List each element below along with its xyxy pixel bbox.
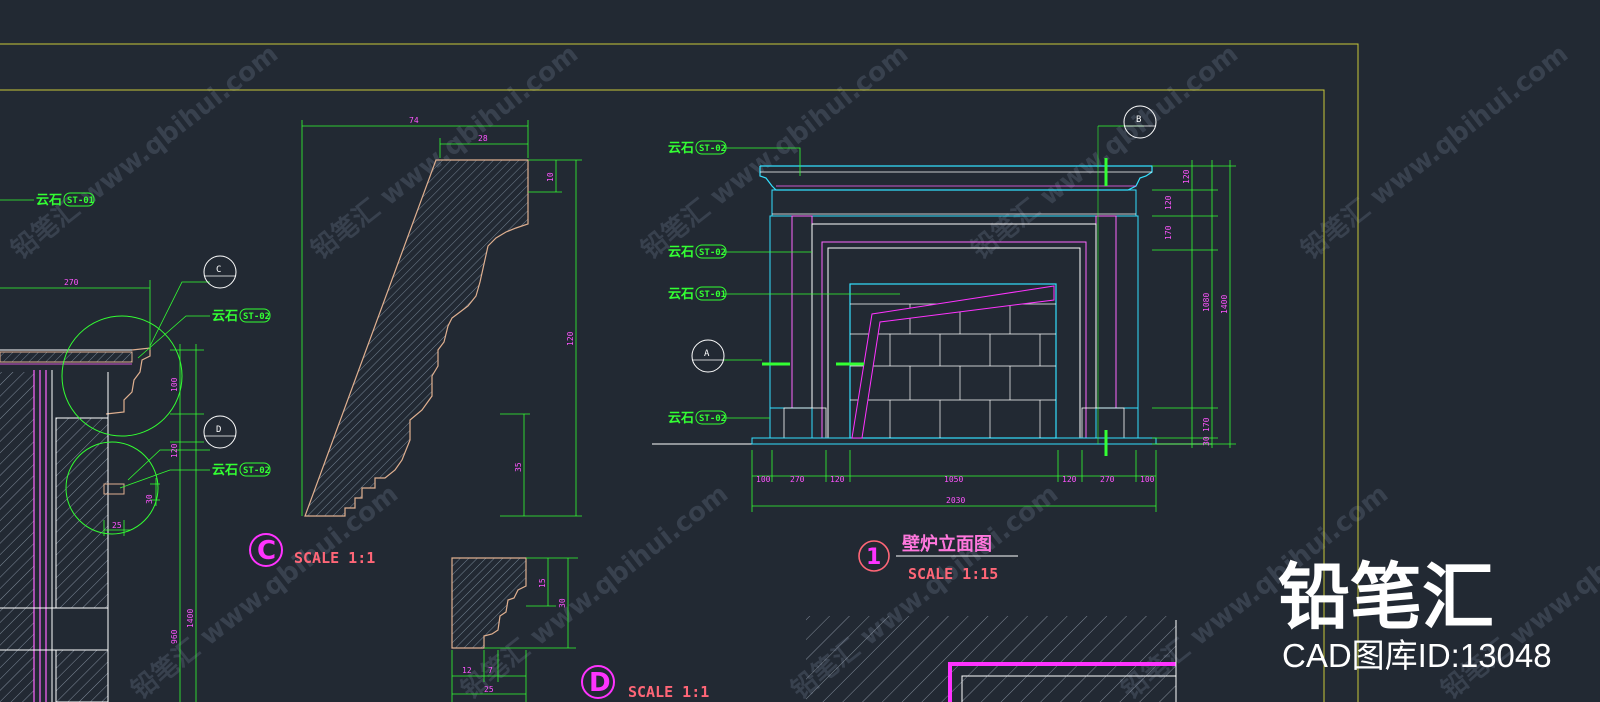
- detail-d-letter: D: [589, 668, 611, 698]
- detail-d-dim-7: 7: [488, 666, 493, 675]
- elev-dim-right-170a: 170: [1164, 225, 1173, 240]
- left-dim-100: 100: [170, 377, 179, 392]
- callout-d-letter: D: [216, 425, 221, 435]
- elev-dim-right-120b: 120: [1164, 195, 1173, 210]
- sheet-frame: [0, 43, 1359, 702]
- left-dim-960: 960: [170, 629, 179, 644]
- elev-dim-bottom-2: 120: [830, 475, 845, 484]
- left-section-drawing: [0, 199, 210, 702]
- left-material-tag-st01: ST-01: [67, 196, 94, 206]
- left-tag-frame-st02-upper: [239, 308, 271, 323]
- detail-c-dim-10: 10: [546, 172, 555, 182]
- callout-c-letter: C: [216, 265, 221, 275]
- elev-dim-bottom-3: 1050: [944, 475, 963, 484]
- callout-bubble-c[interactable]: C: [203, 255, 237, 289]
- elevation-scale: SCALE 1:15: [908, 565, 998, 583]
- detail-c-scale: SCALE 1:1: [294, 549, 375, 567]
- elev-dim-right-30: 30: [1202, 436, 1211, 446]
- elevation-number: 1: [866, 545, 881, 570]
- detail-d-scale: SCALE 1:1: [628, 683, 709, 701]
- elev-dim-overall-2030: 2030: [946, 496, 965, 505]
- detail-c-dim-35: 35: [514, 462, 523, 472]
- elev-dim-right-1080: 1080: [1202, 293, 1211, 312]
- elevation-title-block: 1 壁炉立面图 SCALE 1:15: [858, 533, 1018, 583]
- left-material-name-st01: 云石: [36, 193, 62, 208]
- elevation-title: 壁炉立面图: [902, 533, 992, 555]
- left-material-name-st02-upper: 云石: [212, 309, 238, 324]
- detail-c-title: C SCALE 1:1: [249, 533, 375, 567]
- elev-dim-right-120a: 120: [1182, 169, 1191, 184]
- left-dim-1400: 1400: [186, 609, 195, 628]
- elev-dim-bottom-0: 100: [756, 475, 771, 484]
- watermark-diag-4: 铅笔汇 www.qbihui.com: [965, 38, 1244, 265]
- left-dim-25: 25: [112, 521, 122, 530]
- left-tag-frame-st01: [63, 192, 95, 207]
- elev-material-tag-st02-bottom: ST-02: [699, 414, 726, 424]
- elev-material-name-st02-top: 云石: [668, 141, 694, 156]
- detail-d-title: D SCALE 1:1: [581, 665, 709, 701]
- elev-tag-frame-st02-bottom: [695, 410, 727, 425]
- left-material-tag-st02-upper: ST-02: [243, 312, 270, 322]
- watermark-diag-1: 铅笔汇 www.qbihui.com: [5, 38, 284, 265]
- elev-tag-frame-st02-top: [695, 140, 727, 155]
- detail-c-dim-74: 74: [409, 116, 419, 125]
- detail-d-profile: [451, 557, 578, 702]
- callout-bubble-a[interactable]: A: [691, 339, 725, 373]
- elev-material-name-st01: 云石: [668, 287, 694, 302]
- elev-tag-frame-st01: [695, 286, 727, 301]
- watermark-id: CAD图库ID:13048: [1282, 637, 1552, 674]
- elev-dim-right-170b: 170: [1202, 417, 1211, 432]
- callout-a-letter: A: [704, 349, 710, 359]
- callout-bubble-b[interactable]: B: [1123, 105, 1157, 139]
- fireplace-elevation: [652, 125, 1236, 512]
- elev-dim-bottom-5: 270: [1100, 475, 1115, 484]
- left-dim-270: 270: [64, 278, 79, 287]
- callout-b-letter: B: [1136, 115, 1141, 125]
- watermark-brand: 铅笔汇: [1278, 555, 1494, 639]
- bottom-plan-hatch: [806, 616, 1177, 702]
- elev-dim-bottom-1: 270: [790, 475, 805, 484]
- elev-material-tag-st02-mid: ST-02: [699, 248, 726, 258]
- detail-d-dim-25: 25: [484, 685, 494, 694]
- left-tag-frame-st02-lower: [239, 462, 271, 477]
- elev-dim-bottom-4: 120: [1062, 475, 1077, 484]
- elev-material-name-st02-mid: 云石: [668, 245, 694, 260]
- detail-c-profile: [301, 120, 582, 517]
- detail-d-dim-30: 30: [558, 598, 567, 608]
- callout-bubble-d[interactable]: D: [203, 415, 237, 449]
- elev-material-name-st02-bottom: 云石: [668, 411, 694, 426]
- elev-dim-bottom-6: 100: [1140, 475, 1155, 484]
- left-material-tag-st02-lower: ST-02: [243, 466, 270, 476]
- detail-c-dim-120: 120: [566, 331, 575, 346]
- watermark-diag-6: 铅笔汇 www.qbihui.com: [125, 478, 404, 702]
- elev-material-tag-st01: ST-01: [699, 290, 726, 300]
- elev-tag-frame-st02-mid: [695, 244, 727, 259]
- left-material-name-st02-lower: 云石: [212, 463, 238, 478]
- left-dim-120: 120: [170, 443, 179, 458]
- detail-d-dim-15: 15: [538, 578, 547, 588]
- left-dim-30: 30: [145, 494, 154, 504]
- elev-material-tag-st02-top: ST-02: [699, 144, 726, 154]
- watermark-diag-5: 铅笔汇 www.qbihui.com: [1295, 38, 1574, 265]
- detail-c-dim-28: 28: [478, 134, 488, 143]
- elev-dim-right-1400: 1400: [1220, 295, 1229, 314]
- detail-d-dim-12: 12: [462, 666, 472, 675]
- detail-c-letter: C: [257, 536, 276, 566]
